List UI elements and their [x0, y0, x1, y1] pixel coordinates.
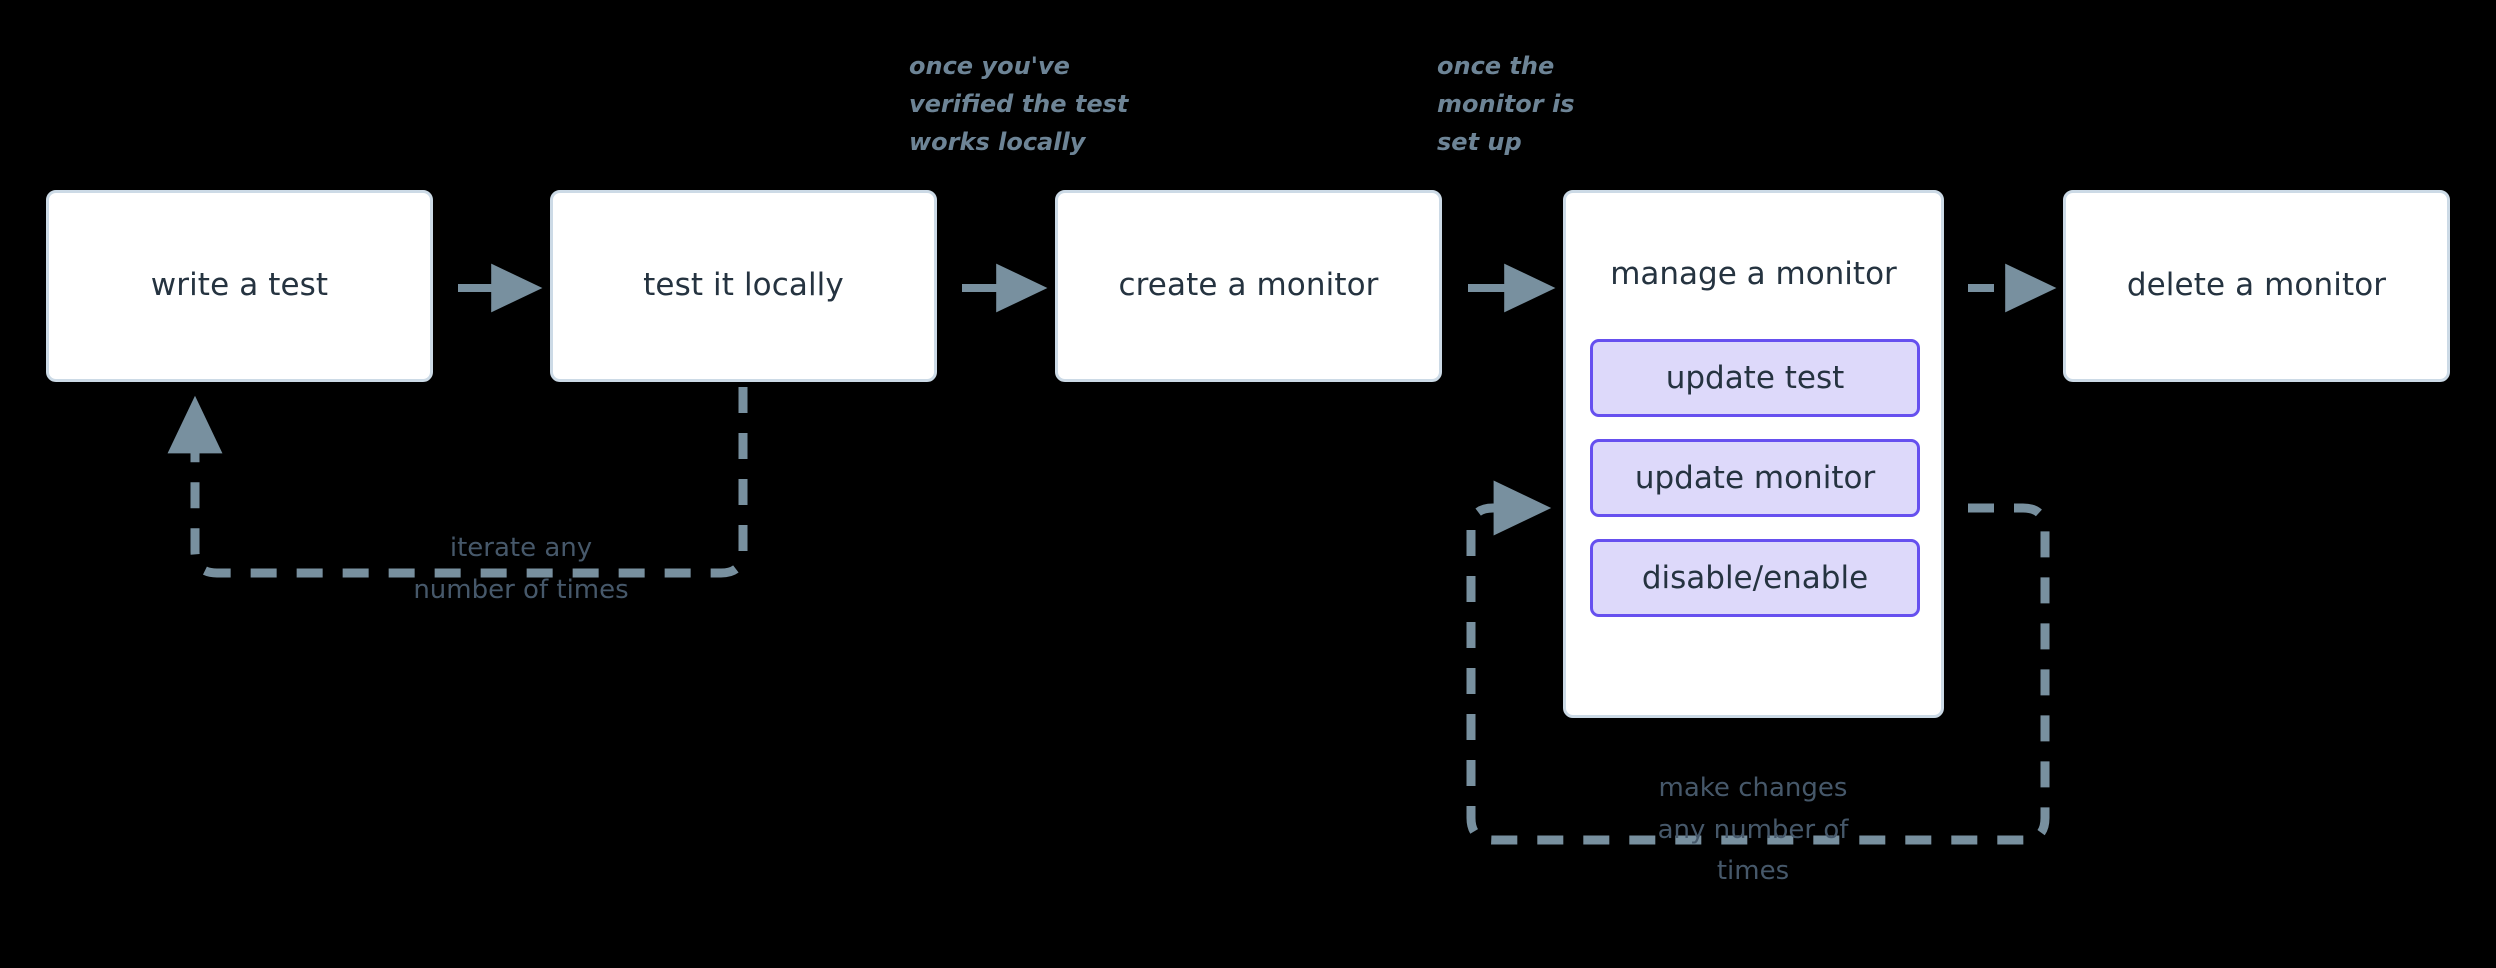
- node-manage-a-monitor[interactable]: manage a monitor update test update moni…: [1563, 190, 1944, 718]
- node-label: create a monitor: [1118, 267, 1379, 304]
- node-label: write a test: [150, 267, 329, 304]
- subnode-label: update monitor: [1634, 460, 1876, 496]
- node-label: delete a monitor: [2126, 267, 2387, 304]
- node-write-a-test[interactable]: write a test: [46, 190, 433, 382]
- subnode-update-test[interactable]: update test: [1590, 339, 1920, 417]
- annotation-once-monitor-set-up: once the monitor is set up: [1437, 52, 1575, 156]
- node-label: test it locally: [643, 267, 844, 304]
- annotation-once-verified: once you've verified the test works loca…: [909, 52, 1129, 156]
- node-create-a-monitor[interactable]: create a monitor: [1055, 190, 1442, 382]
- subnode-disable-enable[interactable]: disable/enable: [1590, 539, 1920, 617]
- subnode-update-monitor[interactable]: update monitor: [1590, 439, 1920, 517]
- edge-label-iterate: iterate any number of times: [413, 533, 629, 605]
- node-delete-a-monitor[interactable]: delete a monitor: [2063, 190, 2450, 382]
- manage-actions-list: update test update monitor disable/enabl…: [1590, 339, 1920, 617]
- edge-label-make-changes: make changes any number of times: [1657, 773, 1849, 887]
- subnode-label: disable/enable: [1641, 560, 1869, 596]
- subnode-label: update test: [1665, 360, 1845, 396]
- group-title: manage a monitor: [1610, 256, 1897, 292]
- node-test-it-locally[interactable]: test it locally: [550, 190, 937, 382]
